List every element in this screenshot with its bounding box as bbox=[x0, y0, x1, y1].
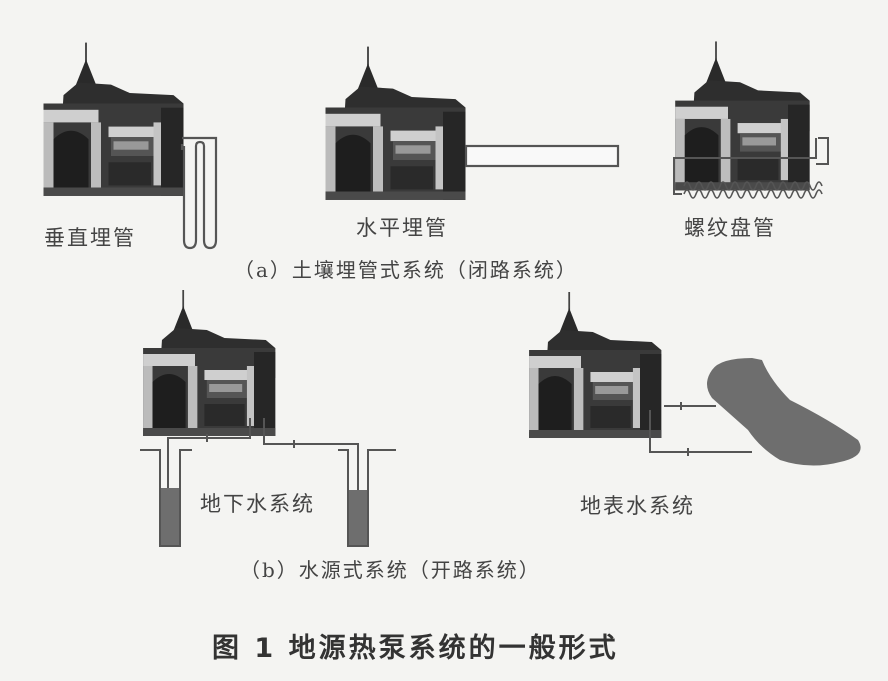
spiral-coil-pipe bbox=[673, 137, 829, 195]
caption-b: （b）水源式系统（开路系统） bbox=[240, 558, 541, 582]
house-icon-horizontal bbox=[324, 45, 467, 201]
house-icon-spiral bbox=[674, 40, 811, 192]
well-right-water bbox=[349, 490, 367, 545]
label-horizontal-pipe: 水平埋管 bbox=[356, 216, 448, 240]
well-right bbox=[338, 449, 396, 547]
surface-water-pipes bbox=[649, 402, 752, 456]
groundwater-pipes bbox=[167, 418, 359, 510]
well-left-water bbox=[161, 488, 179, 545]
house-icon-vertical bbox=[42, 41, 185, 197]
horizontal-loop-pipe bbox=[464, 144, 620, 168]
label-groundwater-system: 地下水系统 bbox=[200, 492, 315, 516]
lake-shape bbox=[707, 358, 861, 466]
house-icon-surface bbox=[528, 291, 663, 439]
caption-a: （a）土壤埋管式系统（闭路系统） bbox=[234, 258, 578, 282]
figure-title: 图 1 地源热泵系统的一般形式 bbox=[212, 633, 619, 664]
label-vertical-pipe: 垂直埋管 bbox=[44, 226, 136, 250]
label-spiral-coil: 螺纹盘管 bbox=[684, 216, 776, 240]
well-left bbox=[140, 449, 192, 547]
spiral-coils bbox=[683, 181, 823, 199]
vertical-borehole-pipe bbox=[180, 136, 218, 250]
house-icon-groundwater bbox=[142, 289, 277, 437]
label-surface-water-system: 地表水系统 bbox=[580, 494, 695, 518]
